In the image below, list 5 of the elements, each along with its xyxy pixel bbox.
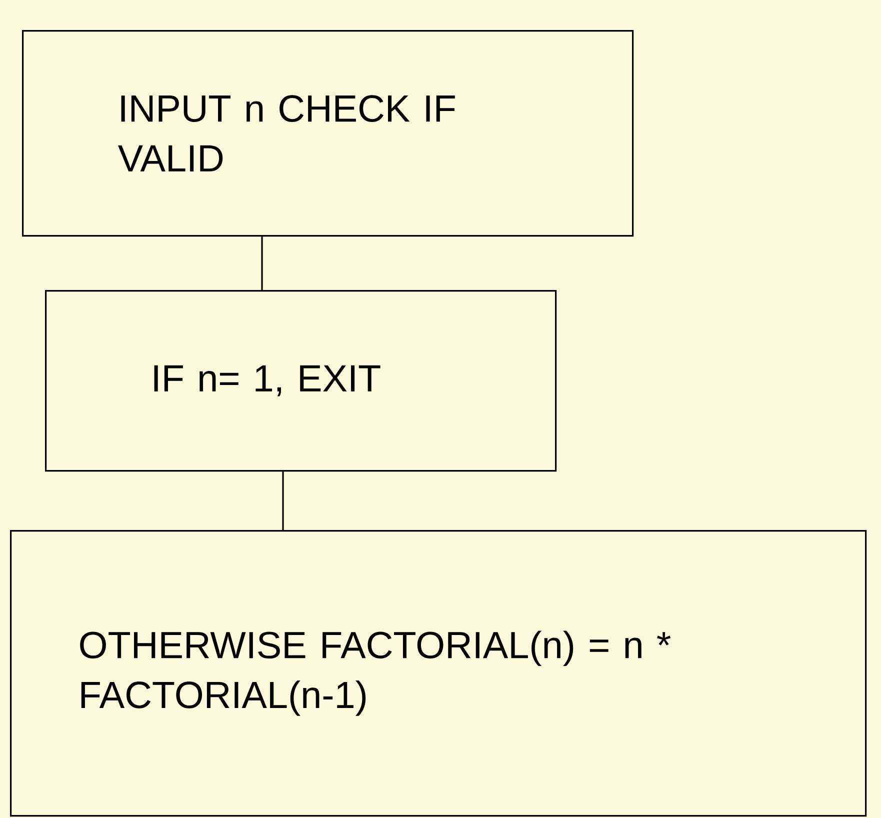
process-box: IF n= 1, EXIT [45, 290, 557, 472]
connector-line [282, 472, 284, 530]
connector-line [261, 236, 263, 290]
process-box: INPUT n CHECK IF VALID [22, 30, 634, 237]
process-box: OTHERWISE FACTORIAL(n) = n * FACTORIAL(n-1) [10, 530, 867, 817]
